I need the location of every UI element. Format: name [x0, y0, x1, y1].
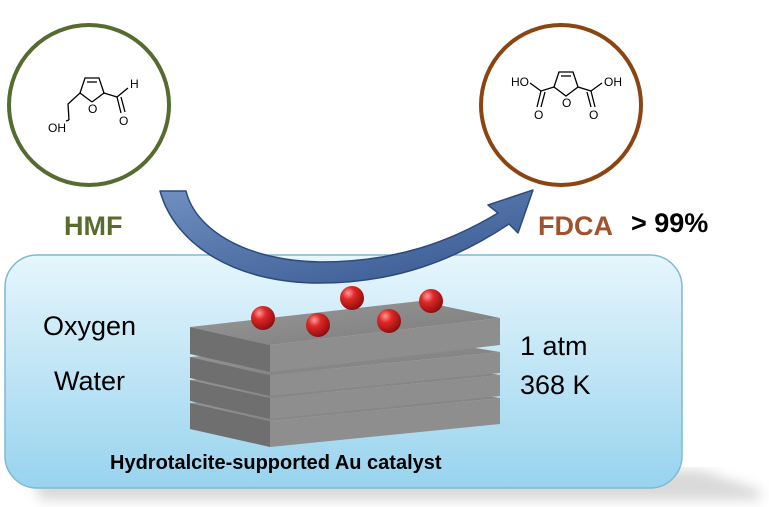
- hmf-structure: [65, 77, 129, 122]
- hmf-structure-circle: [7, 23, 171, 187]
- hydrotalcite-layers: [190, 301, 500, 447]
- product-yield: > 99%: [631, 208, 709, 238]
- fdca-atom-o-right: O: [589, 108, 598, 122]
- au-particle: [340, 286, 364, 310]
- catalyst-label: Hydrotalcite-supported Au catalyst: [110, 452, 442, 474]
- hmf-atom-o-carbonyl: O: [119, 114, 128, 128]
- fdca-structure: [529, 71, 603, 108]
- fdca-structure-circle: [479, 23, 643, 187]
- sheet-layer-1: [190, 301, 500, 372]
- au-particles: [251, 286, 443, 337]
- fdca-atom-oh: OH: [604, 75, 622, 89]
- fdca-atom-o-left: O: [534, 108, 543, 122]
- reactant-name: HMF: [64, 211, 123, 241]
- condition-temperature: 368 K: [520, 370, 591, 400]
- hmf-atom-oh: OH: [48, 121, 66, 135]
- au-particle: [419, 289, 443, 313]
- product-name: FDCA: [538, 211, 613, 241]
- hmf-atom-h: H: [130, 77, 139, 91]
- reaction-arrow: [159, 189, 534, 284]
- au-particle: [306, 313, 330, 337]
- hmf-atom-o-ring: O: [88, 102, 97, 116]
- fdca-atom-ho: HO: [511, 75, 529, 89]
- au-particle: [251, 306, 275, 330]
- fdca-atom-o-ring: O: [562, 96, 571, 110]
- condition-oxidant: Oxygen: [43, 311, 137, 341]
- condition-pressure: 1 atm: [520, 331, 588, 361]
- condition-solvent: Water: [54, 366, 126, 396]
- au-particle: [377, 309, 401, 333]
